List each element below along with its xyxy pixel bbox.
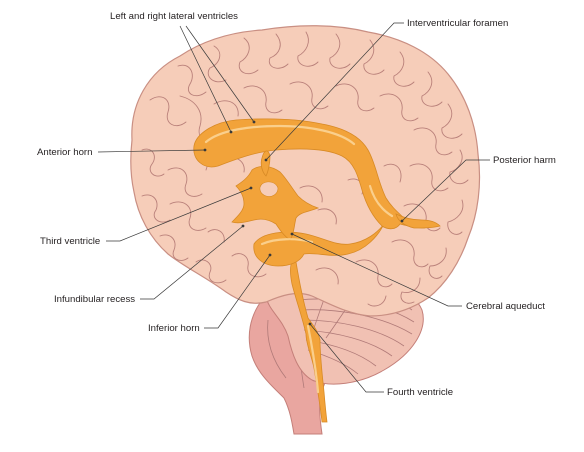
label-anterior-horn: Anterior horn (37, 147, 92, 158)
labels: Left and right lateral ventricles Interv… (37, 11, 556, 398)
third-ventricle-shape (231, 166, 320, 241)
label-infundibular-recess: Infundibular recess (54, 294, 135, 305)
ventricular-system (193, 118, 441, 423)
label-fourth-ventricle: Fourth ventricle (387, 387, 453, 398)
label-posterior-horn: Posterior harm (493, 155, 556, 166)
label-inferior-horn: Inferior horn (148, 323, 200, 334)
posterior-horn-shape (395, 213, 441, 229)
leader-lines (97, 22, 490, 393)
label-third-ventricle: Third ventricle (40, 236, 100, 247)
label-lateral-ventricles: Left and right lateral ventricles (110, 11, 238, 22)
cerebrum (130, 25, 481, 317)
label-interventricular-foramen: Interventricular foramen (407, 18, 508, 29)
label-cerebral-aqueduct: Cerebral aqueduct (466, 301, 545, 312)
